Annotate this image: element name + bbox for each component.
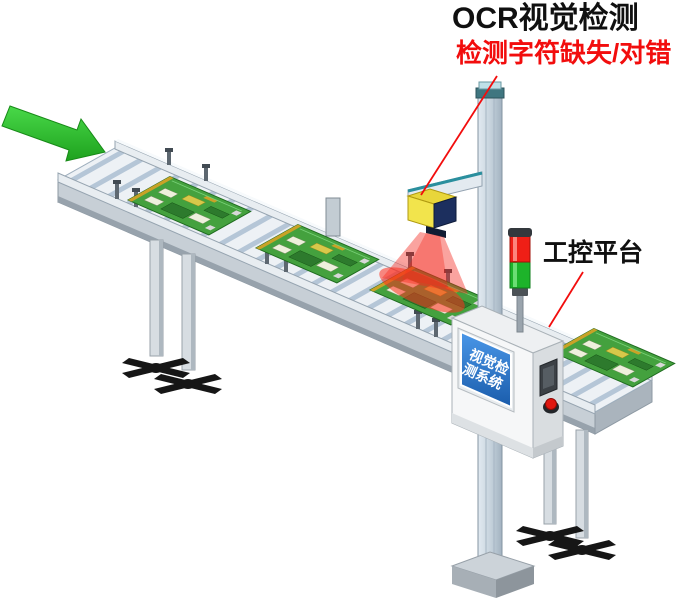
leg-foot — [548, 540, 616, 560]
leg-foot — [154, 374, 222, 394]
hmi-screen — [460, 330, 512, 409]
mounting-plate — [325, 197, 341, 237]
ocr-camera — [406, 188, 458, 238]
camera-right-face — [433, 196, 457, 229]
diagram-subtitle: 检测字符缺失/对错 — [456, 38, 672, 68]
signal-tower-cap — [508, 228, 532, 237]
column-base-plate — [450, 551, 536, 598]
conveyor — [56, 139, 655, 435]
signal-light-red — [509, 235, 531, 263]
emergency-stop-button — [543, 398, 559, 414]
control-box: 视觉检 测系统 — [450, 305, 565, 459]
leader-line-camera — [420, 75, 498, 196]
leg-foot — [122, 358, 190, 378]
laser-beam — [379, 232, 468, 313]
signal-tower — [508, 228, 532, 333]
flow-direction-arrow-icon — [1, 105, 106, 162]
camera-lens — [426, 226, 446, 238]
diagram-title: OCR视觉检测 — [452, 2, 639, 35]
signal-light-green — [509, 261, 531, 289]
leg-foot — [516, 526, 584, 546]
leader-line-platform — [548, 271, 584, 328]
conveyor-legs — [122, 239, 616, 560]
platform-label: 工控平台 — [543, 239, 644, 267]
